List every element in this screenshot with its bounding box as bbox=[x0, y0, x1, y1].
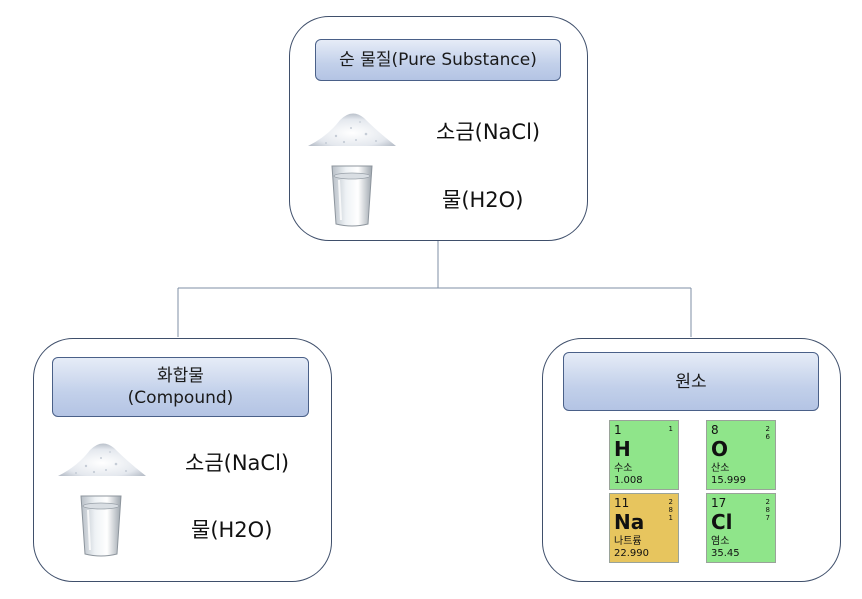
water-glass-icon bbox=[80, 495, 122, 557]
element-symbol: Na bbox=[614, 510, 645, 534]
top-water-label: 물(H2O) bbox=[442, 188, 524, 212]
element-name: 산소 bbox=[711, 463, 730, 474]
element-name: 수소 bbox=[614, 463, 633, 474]
atomic-number: 11 bbox=[614, 496, 630, 510]
salt-pile-icon bbox=[58, 443, 146, 476]
water-glass-icon bbox=[331, 165, 373, 227]
atomic-number: 8 bbox=[711, 423, 719, 437]
atomic-mass: 1.008 bbox=[614, 475, 643, 486]
atomic-mass: 35.45 bbox=[711, 548, 740, 559]
electron-shells: 1 bbox=[668, 425, 673, 433]
atomic-number: 1 bbox=[614, 423, 622, 437]
element-title: 원소 bbox=[675, 371, 707, 392]
compound-title-english: (Compound) bbox=[127, 388, 234, 408]
compound-water-label: 물(H2O) bbox=[191, 518, 273, 542]
atomic-number: 17 bbox=[711, 496, 727, 510]
element-header: 원소 bbox=[563, 352, 819, 411]
compound-salt-label: 소금(NaCl) bbox=[185, 451, 290, 475]
element-name: 염소 bbox=[711, 536, 730, 547]
top-salt-label: 소금(NaCl) bbox=[436, 120, 541, 144]
element-name: 나트륨 bbox=[614, 536, 642, 547]
element-symbol: Cl bbox=[711, 510, 733, 534]
compound-title-korean: 화합물 bbox=[157, 366, 204, 386]
pure-substance-title: 순 물질(Pure Substance) bbox=[339, 50, 537, 70]
salt-pile-icon bbox=[308, 113, 396, 146]
element-tile-hydrogen: 1 1 H 수소 1.008 bbox=[609, 420, 679, 490]
element-symbol: H bbox=[614, 437, 631, 461]
element-symbol: O bbox=[711, 437, 729, 461]
compound-header: 화합물 (Compound) bbox=[52, 357, 309, 417]
atomic-mass: 22.990 bbox=[614, 548, 649, 559]
pure-substance-header: 순 물질(Pure Substance) bbox=[315, 39, 561, 81]
atomic-mass: 15.999 bbox=[711, 475, 746, 486]
